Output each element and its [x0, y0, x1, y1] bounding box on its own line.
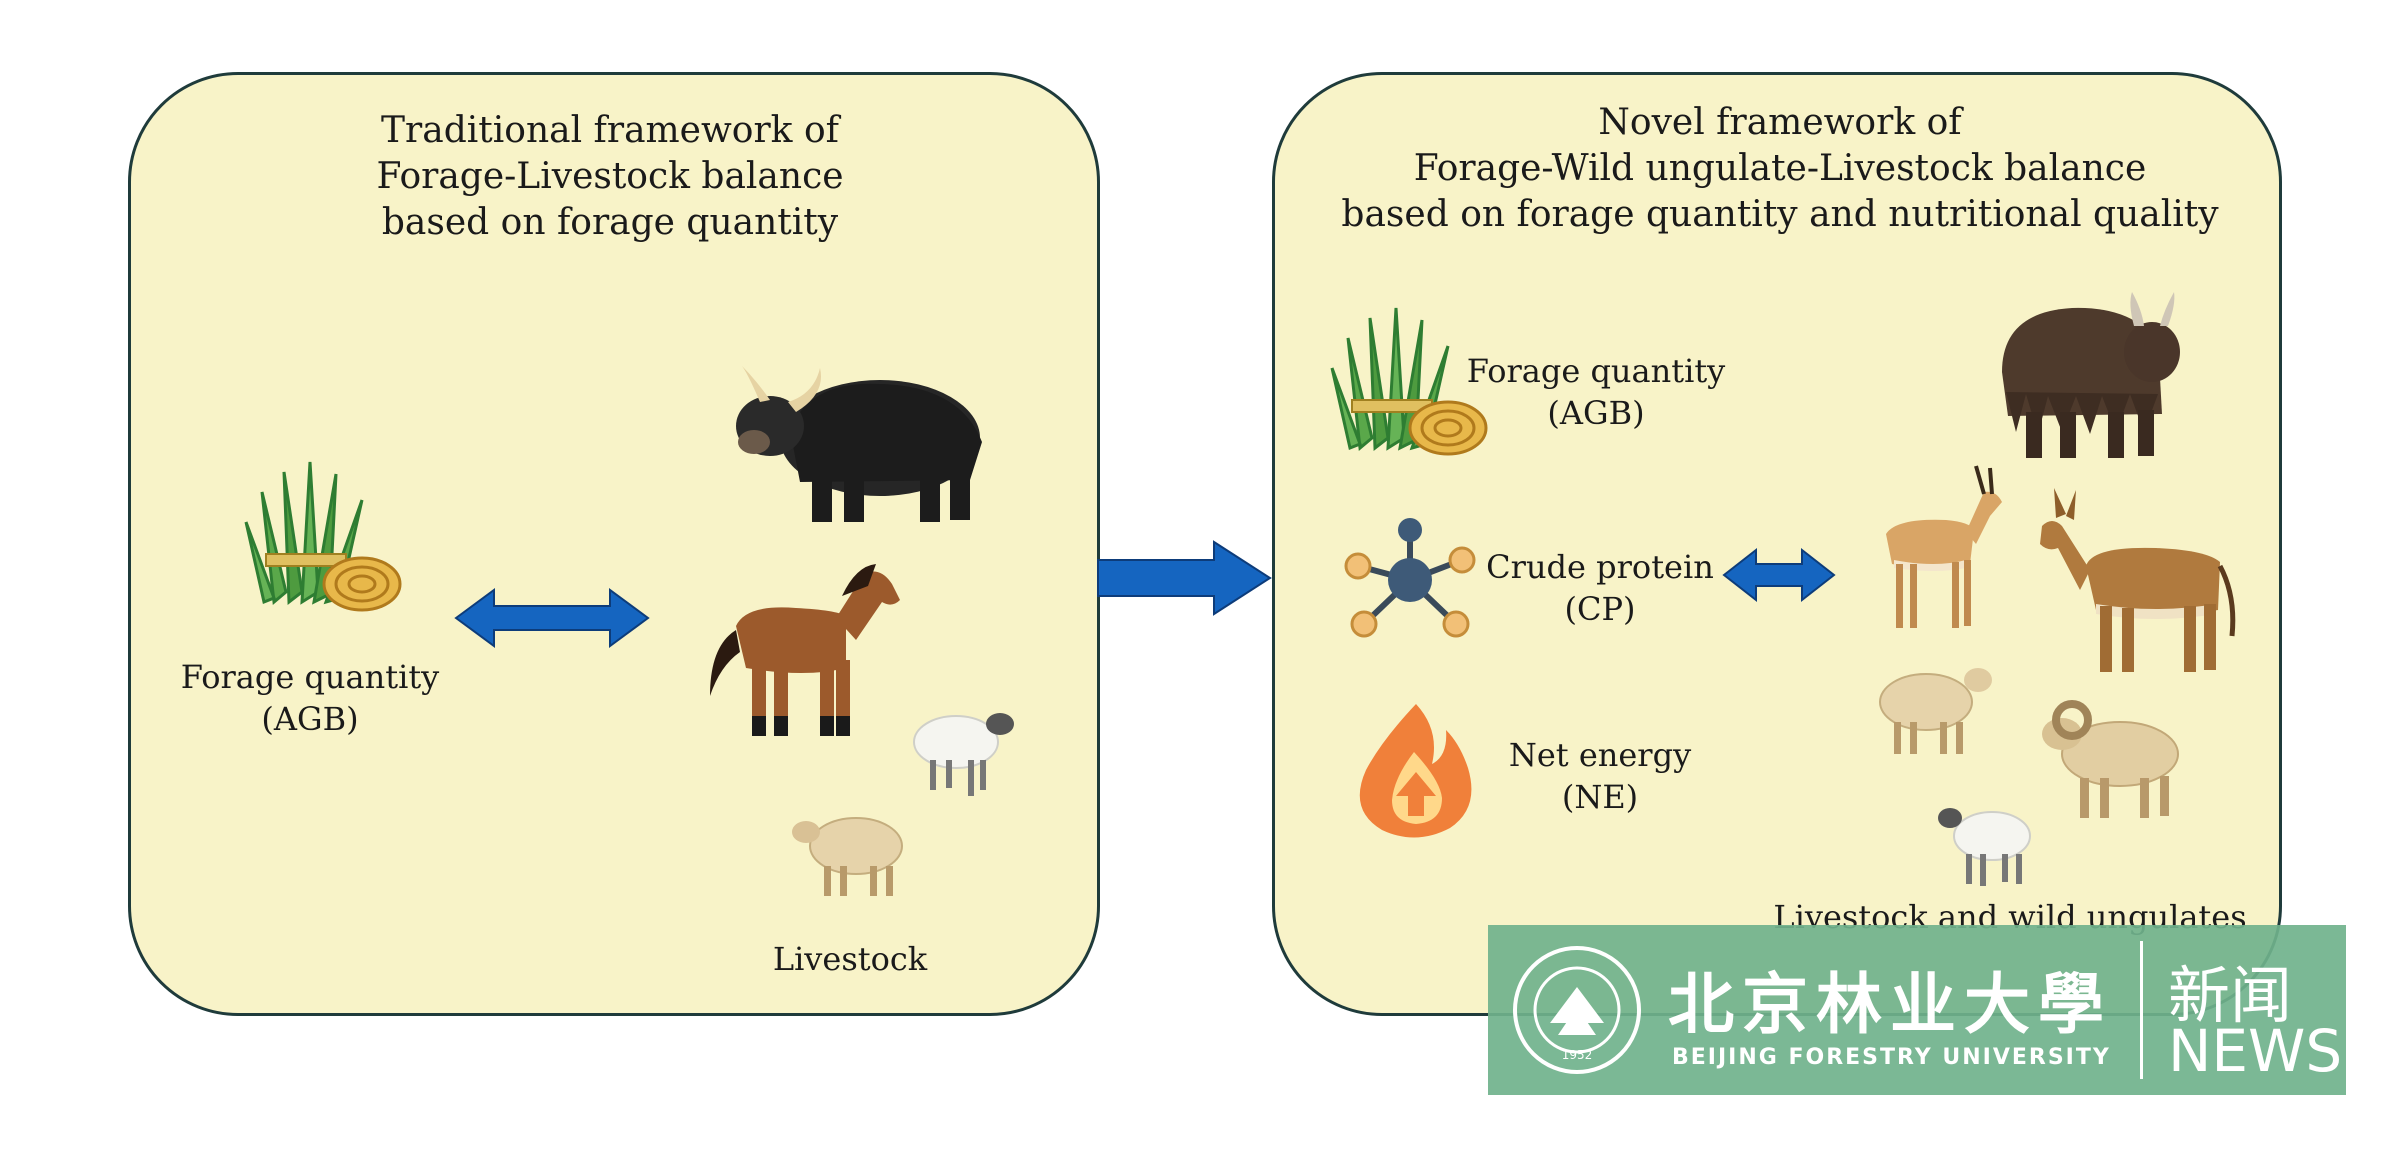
sheep-icon — [1879, 668, 1992, 754]
title-line: Novel framework of — [1598, 102, 1962, 143]
yak-icon — [2002, 292, 2180, 458]
livestock-label: Livestock — [772, 940, 928, 978]
university-name-chinese: 北京林业大學 — [1668, 965, 2112, 1043]
double-arrow-icon — [454, 588, 650, 648]
grass-bundle-icon — [1330, 307, 1488, 456]
university-seal-icon: 1952 — [1513, 946, 1641, 1074]
title-line: Traditional framework of — [381, 110, 839, 151]
horse-icon — [710, 564, 900, 736]
grass-bundle-icon — [244, 461, 402, 612]
watermark-divider — [2140, 941, 2143, 1079]
title-line: based on forage quantity — [381, 202, 839, 243]
right-arrow-icon — [1097, 540, 1272, 616]
wild-ass-icon — [2040, 488, 2236, 672]
yak-icon — [736, 366, 982, 522]
gazelle-icon — [1886, 465, 2002, 628]
title-line: Forage-Livestock balance — [376, 156, 844, 197]
argali-icon — [2042, 700, 2179, 818]
novel-framework-title: Novel framework of Forage-Wild ungulate-… — [1330, 100, 2230, 238]
title-line: Forage-Wild ungulate-Livestock balance — [1413, 148, 2147, 189]
news-label-english: NEWS — [2168, 1017, 2343, 1085]
sheep-icon — [1938, 808, 2031, 886]
title-line: based on forage quantity and nutritional… — [1341, 194, 2219, 235]
university-news-watermark: 1952 北京林业大學 BEIJING FORESTRY UNIVERSITY … — [1488, 925, 2346, 1095]
molecule-icon — [1344, 518, 1476, 638]
novel-framework-panel — [1272, 72, 2282, 1016]
news-label-chinese: 新闻 — [2168, 959, 2293, 1032]
forage-quantity-label: Forage quantity (AGB) — [1466, 352, 1726, 432]
traditional-framework-title: Traditional framework of Forage-Livestoc… — [260, 108, 960, 246]
forage-quantity-label: Forage quantity (AGB) — [180, 658, 440, 738]
crude-protein-label: Crude protein (CP) — [1486, 548, 1714, 628]
flame-icon — [1359, 704, 1472, 838]
sheep-icon — [913, 713, 1014, 796]
sheep-icon — [792, 817, 903, 896]
university-name-english: BEIJING FORESTRY UNIVERSITY — [1672, 1045, 2111, 1070]
svg-text:1952: 1952 — [1562, 1048, 1593, 1062]
net-energy-label: Net energy (NE) — [1508, 736, 1692, 816]
double-arrow-icon — [1722, 547, 1836, 603]
